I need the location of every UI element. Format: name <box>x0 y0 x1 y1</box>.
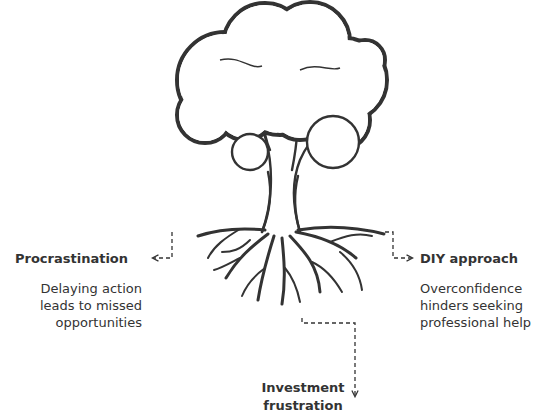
tree-clump <box>232 116 359 170</box>
tree-roots <box>198 227 384 304</box>
tree-trunk-top <box>262 172 300 232</box>
callout-body: Overconfidence hinders seeking professio… <box>420 280 556 331</box>
callout-heading: DIY approach <box>420 250 555 268</box>
callout-body: Delaying action leads to missed opportun… <box>14 280 142 331</box>
crown-detail <box>220 59 340 70</box>
leader-line <box>153 232 412 396</box>
callout-heading: Procrastination <box>15 250 150 268</box>
callout-heading: Investment frustration <box>243 379 363 415</box>
